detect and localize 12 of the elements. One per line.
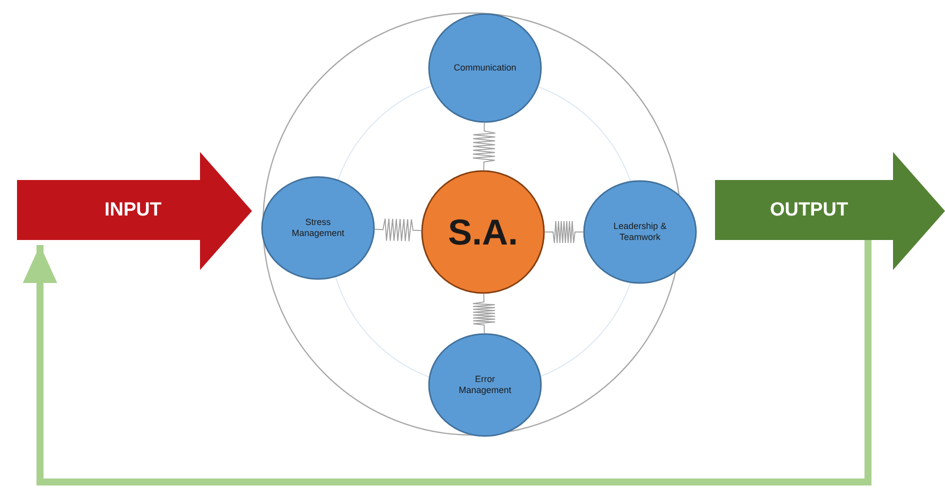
spring-connector (374, 218, 422, 242)
node-label: Stress Management (290, 217, 346, 239)
node-label: Leadership & Teamwork (612, 221, 668, 243)
node-label: Communication (452, 62, 518, 74)
spring-connector (472, 294, 496, 334)
node-label: Error Management (458, 374, 512, 396)
node-label: INPUT (104, 200, 162, 222)
feedback-arrow (22, 240, 872, 486)
spring-connector (472, 122, 496, 170)
node-label: OUTPUT (768, 200, 850, 222)
node-label: S.A. (446, 210, 519, 254)
spring-connector (544, 220, 584, 244)
